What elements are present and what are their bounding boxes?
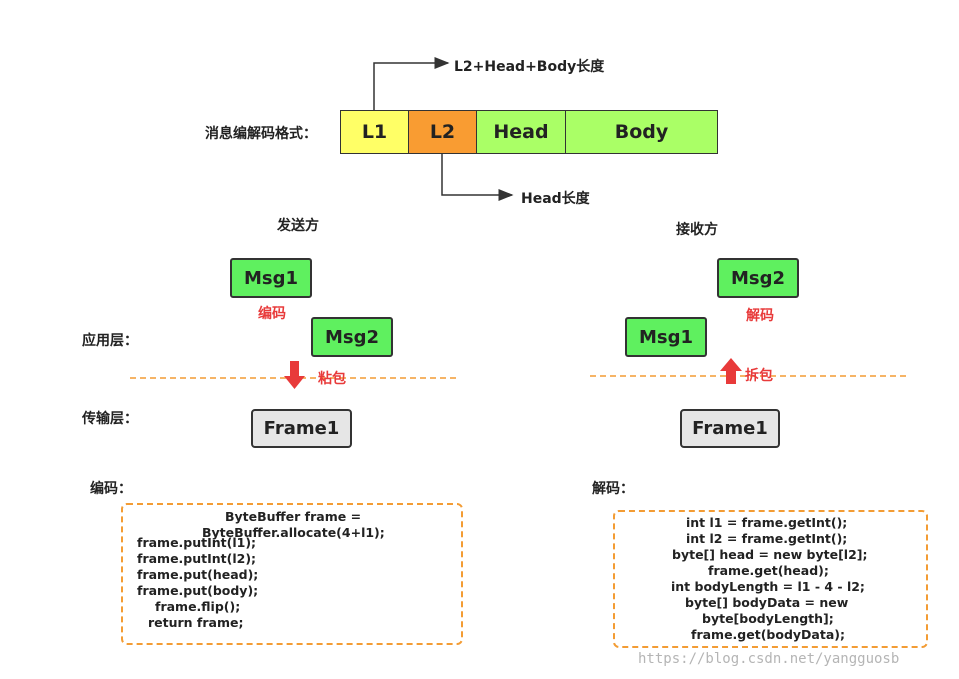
format-label: 消息编解码格式： (205, 126, 317, 142)
receiver-unpack-label: 拆包 (745, 368, 773, 384)
sender-frame: Frame1 (251, 409, 352, 448)
segment-body: Body (565, 110, 718, 154)
receiver-msg1: Msg1 (625, 317, 707, 357)
transport-layer-label: 传输层： (82, 411, 138, 427)
segment-l2: L2 (408, 110, 477, 154)
unpack-up-arrow-icon (720, 358, 742, 384)
receiver-title: 接收方 (676, 222, 718, 238)
segment-head: Head (476, 110, 566, 154)
receiver-decode-label: 解码 (746, 308, 774, 324)
sender-msg1: Msg1 (230, 258, 312, 298)
l2-connector (441, 154, 514, 201)
encode-line-4: frame.putInt(l2); (137, 551, 257, 566)
decode-line-4: frame.get(head); (708, 563, 829, 578)
encode-line-6: frame.put(body); (137, 583, 259, 598)
decode-title: 解码： (592, 481, 634, 497)
decode-line-2: int l2 = frame.getInt(); (686, 531, 848, 546)
encode-line-2: ByteBuffer.allocate(4+l1); (202, 525, 385, 540)
encode-line-8: return frame; (148, 615, 244, 630)
decode-line-1: int l1 = frame.getInt(); (686, 515, 848, 530)
stick-down-arrow-icon (284, 361, 305, 389)
encode-title: 编码： (90, 481, 132, 497)
segment-l1: L1 (340, 110, 409, 154)
encode-line-5: frame.put(head); (137, 567, 259, 582)
sender-title: 发送方 (277, 218, 319, 234)
l1-connector (373, 57, 450, 110)
sender-stick-label: 粘包 (318, 371, 346, 387)
l2-annotation: Head长度 (521, 191, 590, 207)
watermark: https://blog.csdn.net/yangguosb (638, 651, 900, 667)
decode-line-7: byte[bodyLength]; (702, 611, 834, 626)
application-layer-label: 应用层： (82, 333, 138, 349)
l1-annotation: L2+Head+Body长度 (454, 59, 605, 75)
encode-line-7: frame.flip(); (155, 599, 241, 614)
receiver-frame: Frame1 (680, 409, 780, 448)
encode-line-1: ByteBuffer frame = (225, 509, 362, 524)
decode-code-box (613, 510, 928, 648)
decode-line-8: frame.get(bodyData); (691, 627, 845, 642)
sender-encode-label: 编码 (258, 306, 286, 322)
decode-line-5: int bodyLength = l1 - 4 - l2; (671, 579, 865, 594)
receiver-msg2: Msg2 (717, 258, 799, 298)
encode-code-box (121, 503, 463, 645)
decode-line-3: byte[] head = new byte[l2]; (672, 547, 868, 562)
encode-line-3: frame.putInt(l1); (137, 535, 257, 550)
decode-line-6: byte[] bodyData = new (685, 595, 849, 610)
sender-msg2: Msg2 (311, 317, 393, 357)
